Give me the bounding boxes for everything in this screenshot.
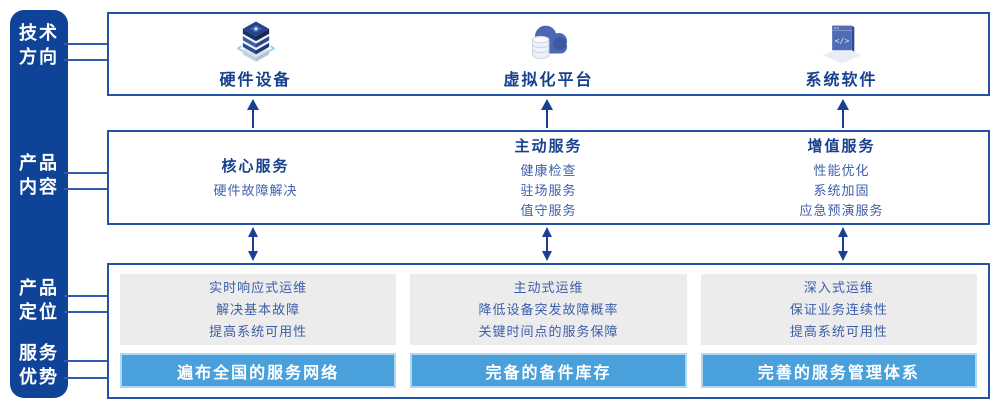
service-item: 驻场服务 [520,182,577,198]
connector-line [64,360,109,362]
tech-item-label: 硬件设备 [219,71,292,89]
server-stack-icon [236,20,275,62]
up-arrow-icon [541,99,553,128]
sidebar-label-product-content: 产品 内容 [10,151,68,199]
positioning-line: 提高系统可用性 [789,323,888,339]
positioning-panel: 深入式运维 保证业务连续性 提高系统可用性 [700,274,977,345]
sidebar-label-line: 内容 [19,177,59,197]
product-content-box: 核心服务 硬件故障解决 主动服务 健康检查 驻场服务 值守服务 增值服务 性能优… [107,130,990,225]
sidebar: 技术 方向 产品 内容 产品 定位 服务 优势 [10,10,68,398]
advantage-banner: 完备的备件库存 [410,353,687,388]
connector-line [64,172,109,174]
positioning-line: 提高系统可用性 [209,323,308,339]
tech-direction-box: 硬件设备 虚拟化平台 </> [107,12,990,96]
positioning-line: 保证业务连续性 [789,301,888,317]
service-item: 硬件故障解决 [213,182,298,198]
service-column-value-added: 增值服务 性能优化 系统加固 应急预演服务 [695,132,988,223]
up-arrow-icon [247,99,259,128]
tech-item-hardware: 硬件设备 [109,14,402,94]
service-item: 应急预演服务 [799,202,884,218]
positioning-line: 深入式运维 [803,279,874,295]
connector-line [64,377,109,379]
tech-item-label: 系统软件 [805,71,878,89]
sidebar-label-tech-direction: 技术 方向 [10,21,68,69]
service-item: 健康检查 [520,162,577,178]
service-column-core: 核心服务 硬件故障解决 [109,132,402,223]
double-arrow-icon [542,227,552,261]
sidebar-label-line: 技术 [19,23,59,43]
sidebar-label-line: 产品 [19,153,59,173]
sidebar-label-line: 定位 [19,302,59,322]
double-arrow-icon [838,227,848,261]
service-column-proactive: 主动服务 健康检查 驻场服务 值守服务 [402,132,695,223]
positioning-column-proactive: 主动式运维 降低设备突发故障概率 关键时间点的服务保障 完备的备件库存 [410,274,687,388]
connector-line [64,295,109,297]
sidebar-label-line: 服务 [19,343,59,363]
positioning-line: 主动式运维 [513,279,584,295]
sidebar-label-service-advantage: 服务 优势 [10,341,68,389]
code-window-icon: </> [821,25,862,63]
tech-item-virtualization: 虚拟化平台 [402,14,695,94]
svg-text:</>: </> [834,35,849,45]
positioning-line: 降低设备突发故障概率 [478,301,619,317]
positioning-line: 关键时间点的服务保障 [478,323,619,339]
sidebar-label-product-positioning: 产品 定位 [10,276,68,324]
positioning-advantage-box: 实时响应式运维 解决基本故障 提高系统可用性 遍布全国的服务网络 主动式运维 降… [107,263,990,399]
connector-line [64,188,109,190]
service-title: 主动服务 [514,137,583,155]
up-arrow-icon [837,99,849,128]
cloud-database-icon [531,25,567,59]
positioning-column-realtime: 实时响应式运维 解决基本故障 提高系统可用性 遍布全国的服务网络 [120,274,397,388]
service-item: 性能优化 [813,162,870,178]
positioning-line: 解决基本故障 [216,301,301,317]
connector-line [64,59,109,61]
sidebar-label-line: 产品 [19,278,59,298]
positioning-panel: 主动式运维 降低设备突发故障概率 关键时间点的服务保障 [410,274,687,345]
positioning-line: 实时响应式运维 [209,279,308,295]
positioning-column-deep: 深入式运维 保证业务连续性 提高系统可用性 完善的服务管理体系 [700,274,977,388]
connector-line [64,43,109,45]
service-title: 增值服务 [807,137,876,155]
advantage-banner: 遍布全国的服务网络 [120,353,397,388]
service-item: 值守服务 [520,202,577,218]
service-title: 核心服务 [221,157,290,175]
double-arrow-icon [248,227,258,261]
service-item: 系统加固 [813,182,870,198]
tech-item-label: 虚拟化平台 [503,71,594,89]
tech-item-system-software: </> 系统软件 [695,14,988,94]
advantage-banner: 完善的服务管理体系 [700,353,977,388]
sidebar-label-line: 方向 [19,47,59,67]
sidebar-label-line: 优势 [19,367,59,387]
connector-line [64,311,109,313]
positioning-panel: 实时响应式运维 解决基本故障 提高系统可用性 [120,274,397,345]
